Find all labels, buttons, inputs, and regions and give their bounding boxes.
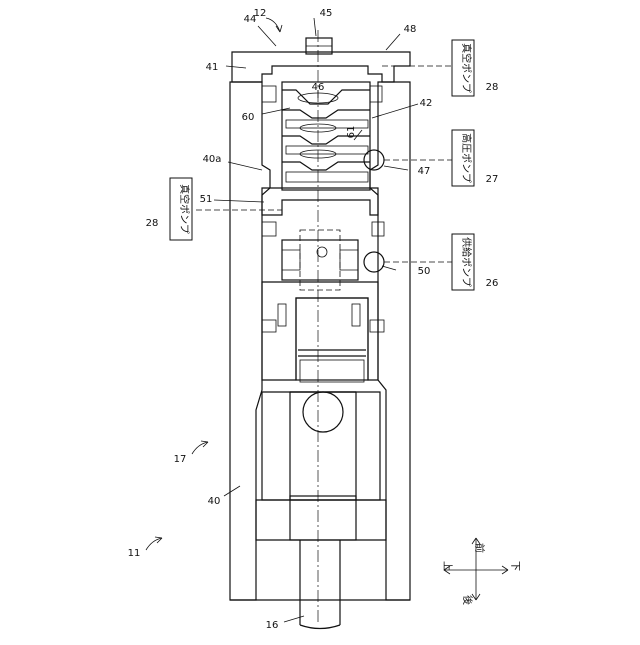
shaft-16 bbox=[300, 540, 340, 629]
ref-17: 17 bbox=[174, 454, 187, 465]
ref-41: 41 bbox=[206, 62, 219, 73]
pump-ref: 26 bbox=[486, 278, 499, 289]
pump-supply: 供給ポンプ 26 bbox=[384, 234, 498, 290]
ref-16: 16 bbox=[266, 620, 279, 631]
ref-47: 47 bbox=[418, 166, 431, 177]
pump-label: 真空ポンプ bbox=[178, 184, 191, 234]
ref-60: 60 bbox=[242, 112, 255, 123]
leader-lines bbox=[214, 18, 418, 622]
ref-40a: 40a bbox=[203, 154, 222, 165]
ref-45: 45 bbox=[320, 8, 333, 19]
ref-48: 48 bbox=[404, 24, 417, 35]
dir-up: 上 bbox=[441, 561, 453, 571]
ref-61: 61 bbox=[346, 126, 357, 139]
pump-label: 真空ポンプ bbox=[460, 43, 473, 93]
dir-front: 前 bbox=[473, 543, 486, 553]
ref-11: 11 bbox=[128, 548, 141, 559]
ref-12: 12 bbox=[254, 8, 267, 19]
ref-46: 46 bbox=[312, 82, 325, 93]
valve-stack-60 bbox=[262, 82, 384, 190]
ref-40: 40 bbox=[208, 496, 221, 507]
dir-down: 下 bbox=[509, 561, 520, 571]
pump-ref: 28 bbox=[146, 218, 159, 229]
housing-40 bbox=[230, 82, 410, 600]
pump-ref: 27 bbox=[486, 174, 499, 185]
ref-50: 50 bbox=[418, 266, 431, 277]
pump-label: 高圧ポンプ bbox=[460, 133, 473, 183]
ref-42: 42 bbox=[420, 98, 433, 109]
reference-numbers: 44 12 45 48 41 46 42 60 61 40a 47 51 50 … bbox=[128, 8, 433, 631]
dir-back: 後 bbox=[461, 595, 474, 605]
spring-section bbox=[262, 282, 384, 382]
ref-51: 51 bbox=[200, 194, 213, 205]
plunger-block bbox=[256, 392, 386, 540]
sleeve-51 bbox=[262, 188, 384, 290]
pump-high-pressure: 高圧ポンプ 27 bbox=[384, 130, 498, 186]
check-ball-50 bbox=[364, 252, 384, 272]
direction-indicator: 前 上 下 後 bbox=[441, 538, 520, 605]
cap-44 bbox=[232, 38, 410, 82]
pump-label: 供給ポンプ bbox=[460, 237, 473, 287]
pump-ref: 28 bbox=[486, 82, 499, 93]
pump-vacuum-right: 真空ポンプ 28 bbox=[382, 40, 498, 96]
